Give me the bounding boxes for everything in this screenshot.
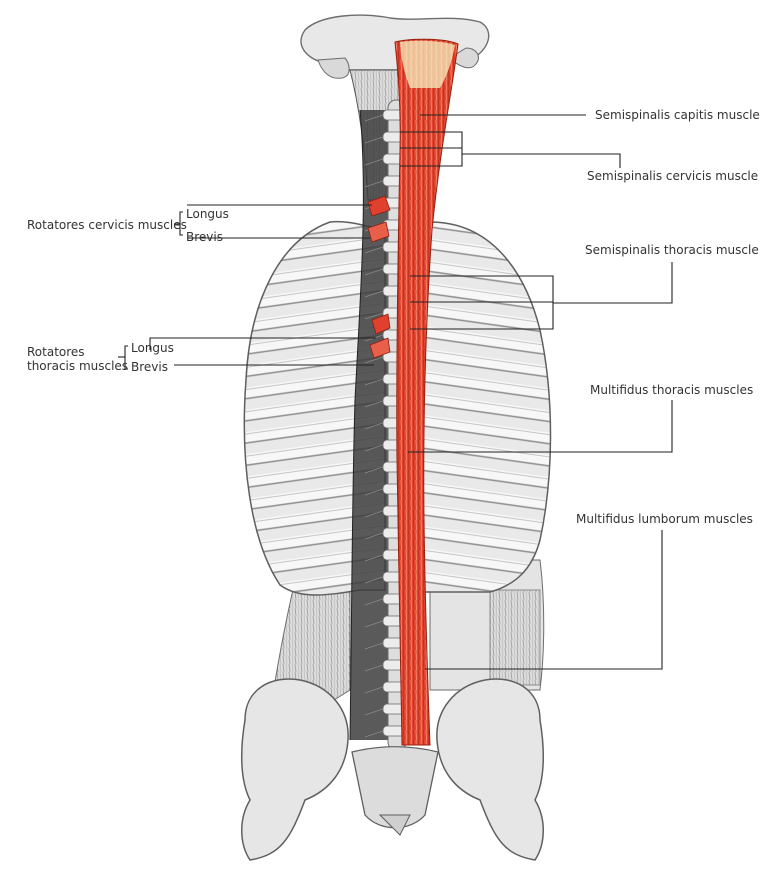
label-multifidus-thoracis: Multifidus thoracis muscles <box>590 383 754 397</box>
label-multifidus-lumborum: Multifidus lumborum muscles <box>576 512 753 526</box>
pelvis <box>240 678 545 861</box>
label-rotatores-cervicis: Rotatores cervicis muscles <box>27 218 187 232</box>
label-rotatores-cervicis-brevis: Brevis <box>186 230 223 244</box>
label-rotatores-thoracis-longus: Longus <box>131 341 174 355</box>
deep-spinal-groove <box>349 109 392 741</box>
leader-lines <box>118 114 673 670</box>
label-rotatores-thoracis-line1: Rotatores <box>27 345 85 359</box>
label-rotatores-thoracis-line2: thoracis muscles <box>27 359 129 373</box>
label-semispinalis-thoracis: Semispinalis thoracis muscle <box>585 243 759 257</box>
label-semispinalis-cervicis: Semispinalis cervicis muscle <box>587 169 759 183</box>
semispinalis-multifidus-muscle <box>394 38 459 746</box>
label-semispinalis-capitis: Semispinalis capitis muscle <box>595 108 760 122</box>
rib-cage <box>243 220 552 596</box>
label-rotatores-cervicis-longus: Longus <box>186 207 229 221</box>
skull-base <box>300 14 490 79</box>
label-rotatores-thoracis-brevis: Brevis <box>131 360 168 374</box>
rotatores-highlights <box>367 195 391 359</box>
